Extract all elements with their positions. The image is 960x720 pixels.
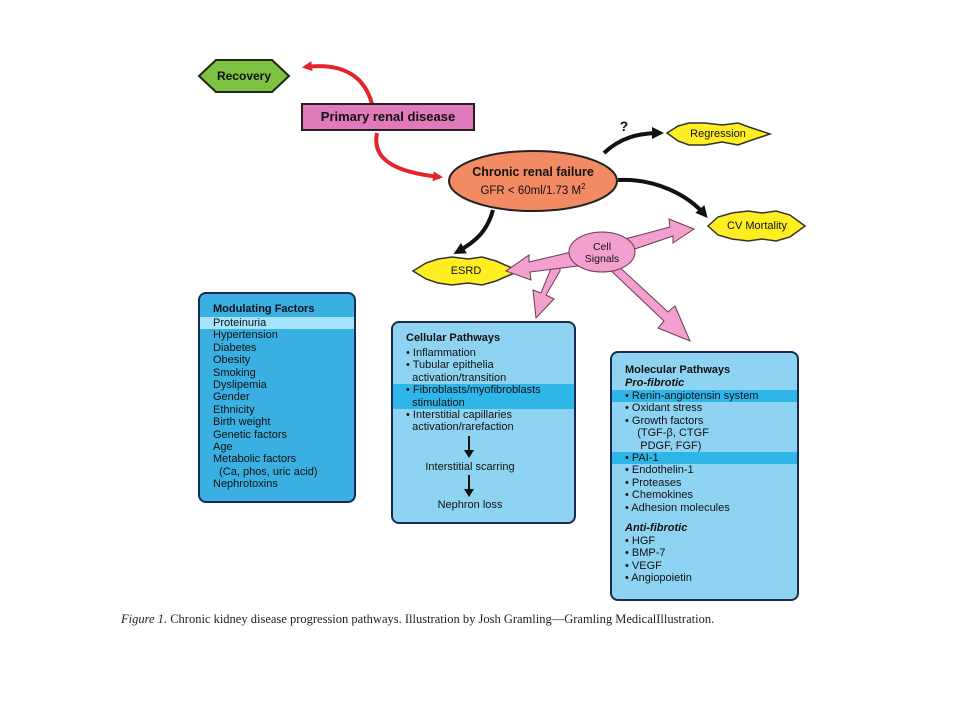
- list-item: (TGF-β, CTGF: [625, 427, 709, 440]
- list-item: • Proteases: [625, 476, 682, 489]
- list-item: activation/rarefaction: [406, 421, 514, 434]
- cv-mortality-star: [706, 210, 807, 242]
- nephron-loss-step: Nephron loss: [437, 499, 503, 511]
- list-item: • VEGF: [625, 559, 662, 572]
- crf-title: Chronic renal failure: [472, 165, 594, 179]
- figure-caption-text: Chronic kidney disease progression pathw…: [167, 612, 715, 626]
- figure-caption-lead: Figure 1.: [121, 612, 168, 626]
- arrow-to-crf: [374, 132, 443, 182]
- list-item: • HGF: [625, 535, 656, 548]
- antifibrotic-label: Anti-fibrotic: [625, 522, 688, 535]
- molecular-pathways-title: Molecular Pathways: [625, 364, 731, 376]
- list-item: • Endothelin-1: [625, 464, 694, 477]
- cell-signals-line1: Cell: [592, 241, 612, 253]
- list-item: • Growth factors: [625, 414, 704, 427]
- list-item: PDGF, FGF): [625, 439, 702, 452]
- list-item: Nephrotoxins: [213, 478, 278, 491]
- list-item: Gender: [213, 391, 250, 404]
- list-item: activation/transition: [406, 371, 507, 384]
- list-item: • Tubular epithelia: [406, 359, 494, 372]
- arrow-to-cv-mortality: [617, 177, 708, 219]
- list-item: Obesity: [213, 354, 251, 367]
- molecular-pathways-box: Molecular Pathways Pro-fibrotic • Renin-…: [610, 351, 799, 601]
- list-item: • Interstitial capillaries: [406, 409, 512, 422]
- arrow-to-regression: [602, 127, 664, 155]
- crf-gfr: GFR < 60ml/1.73 M2: [449, 182, 617, 197]
- cellular-pathways-title: Cellular Pathways: [406, 332, 501, 344]
- list-item: stimulation: [393, 396, 574, 410]
- list-item: Diabetes: [213, 341, 257, 354]
- question-mark: ?: [619, 118, 629, 134]
- list-item: Ethnicity: [213, 403, 255, 416]
- list-item: Genetic factors: [213, 428, 287, 441]
- esrd-label: ESRD: [450, 265, 482, 277]
- antifibrotic-list: • HGF• BMP-7• VEGF• Angiopoietin: [612, 535, 797, 585]
- crf-gfr-sup: 2: [581, 182, 586, 191]
- modulating-factors-title: Modulating Factors: [213, 303, 315, 315]
- list-item: Hypertension: [213, 329, 278, 342]
- profibrotic-list: • Renin-angiotensin system• Oxidant stre…: [612, 390, 797, 514]
- list-item: Smoking: [213, 366, 256, 379]
- cell-signal-arrows: [504, 218, 696, 342]
- primary-renal-disease-label: Primary renal disease: [320, 109, 456, 124]
- arrow-to-recovery: [302, 61, 374, 105]
- list-item: Birth weight: [213, 416, 271, 429]
- list-item: • Oxidant stress: [625, 402, 703, 415]
- interstitial-scarring-step: Interstitial scarring: [425, 461, 515, 473]
- cv-mortality-label: CV Mortality: [727, 220, 787, 232]
- list-item: • Renin-angiotensin system: [612, 390, 797, 403]
- list-item: Proteinuria: [200, 317, 354, 330]
- list-item: • Angiopoietin: [625, 572, 692, 585]
- recovery-label: Recovery: [216, 69, 272, 83]
- regression-star: [665, 122, 773, 146]
- list-item: Dyslipemia: [213, 379, 267, 392]
- profibrotic-label: Pro-fibrotic: [625, 377, 685, 389]
- recovery-node: [197, 59, 291, 93]
- list-item: • PAI-1: [612, 452, 797, 465]
- list-item: • Adhesion molecules: [625, 501, 730, 514]
- list-item: • BMP-7: [625, 547, 666, 560]
- list-item: Age: [213, 441, 233, 454]
- cell-signals-label: Cell Signals: [570, 241, 634, 265]
- figure-caption: Figure 1. Chronic kidney disease progres…: [121, 612, 881, 627]
- list-item: (Ca, phos, uric acid): [213, 465, 318, 478]
- cellular-pathways-box: Cellular Pathways • Inflammation• Tubula…: [391, 321, 576, 524]
- list-item: • Chemokines: [625, 489, 694, 502]
- arrow-to-esrd: [453, 209, 495, 254]
- regression-label: Regression: [690, 128, 746, 140]
- cell-signals-line2: Signals: [584, 253, 620, 265]
- primary-renal-disease-node: [301, 103, 475, 131]
- chronic-renal-failure-node: [448, 150, 618, 212]
- crf-gfr-text: GFR < 60ml/1.73 M: [480, 184, 582, 197]
- cellular-pathways-list: • Inflammation• Tubular epithelia activa…: [393, 347, 574, 434]
- list-item: • Fibroblasts/myofibroblasts: [393, 384, 574, 397]
- list-item: • Inflammation: [406, 347, 476, 359]
- list-item: Metabolic factors: [213, 453, 297, 466]
